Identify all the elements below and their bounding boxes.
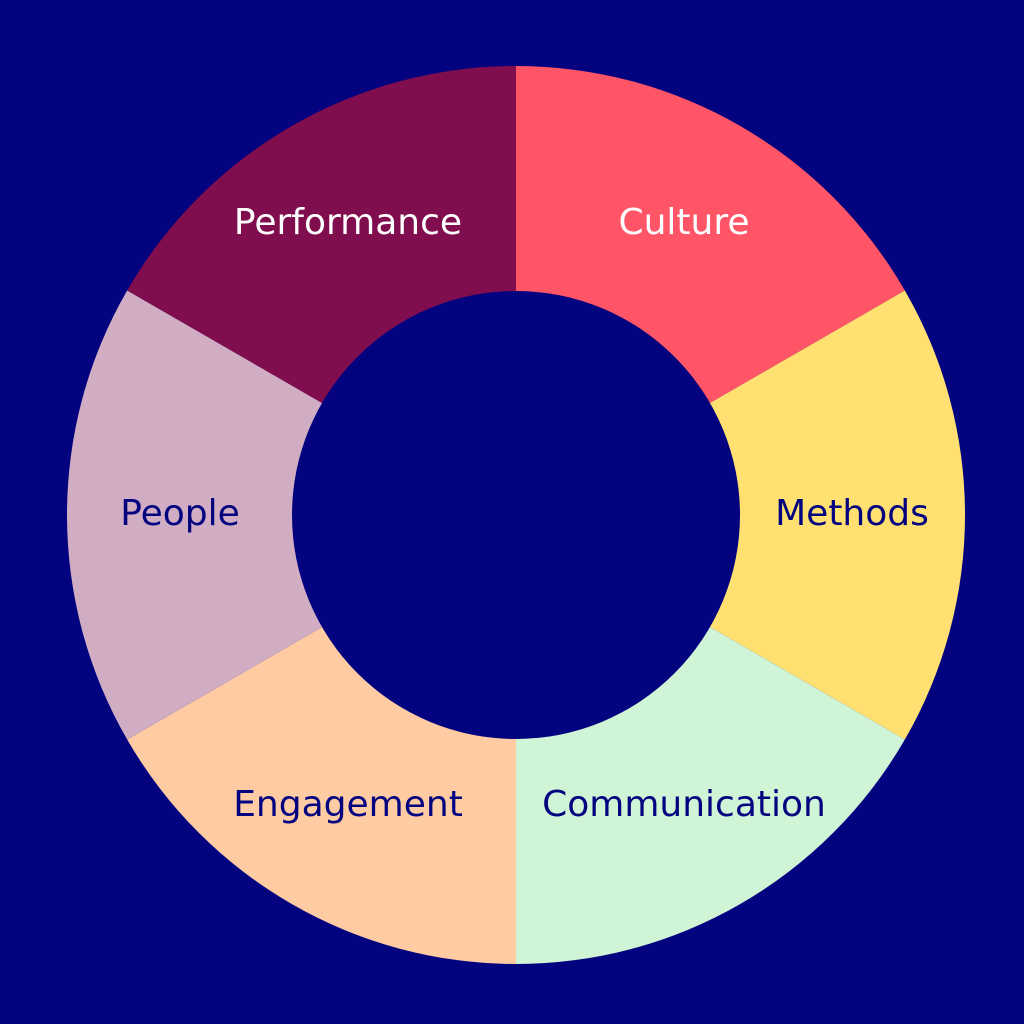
labels-layer: Culture Methods Communication Engagement…: [120, 202, 929, 825]
segment-label-people: People: [120, 493, 240, 534]
segment-label-engagement: Engagement: [233, 784, 463, 825]
segment-label-communication: Communication: [542, 784, 826, 825]
segment-label-methods: Methods: [775, 493, 929, 534]
donut-hole: [292, 291, 740, 739]
segment-label-performance: Performance: [234, 202, 462, 243]
segment-people: [66, 290, 516, 740]
segment-label-culture: Culture: [618, 202, 749, 243]
segment-methods: [516, 290, 965, 740]
